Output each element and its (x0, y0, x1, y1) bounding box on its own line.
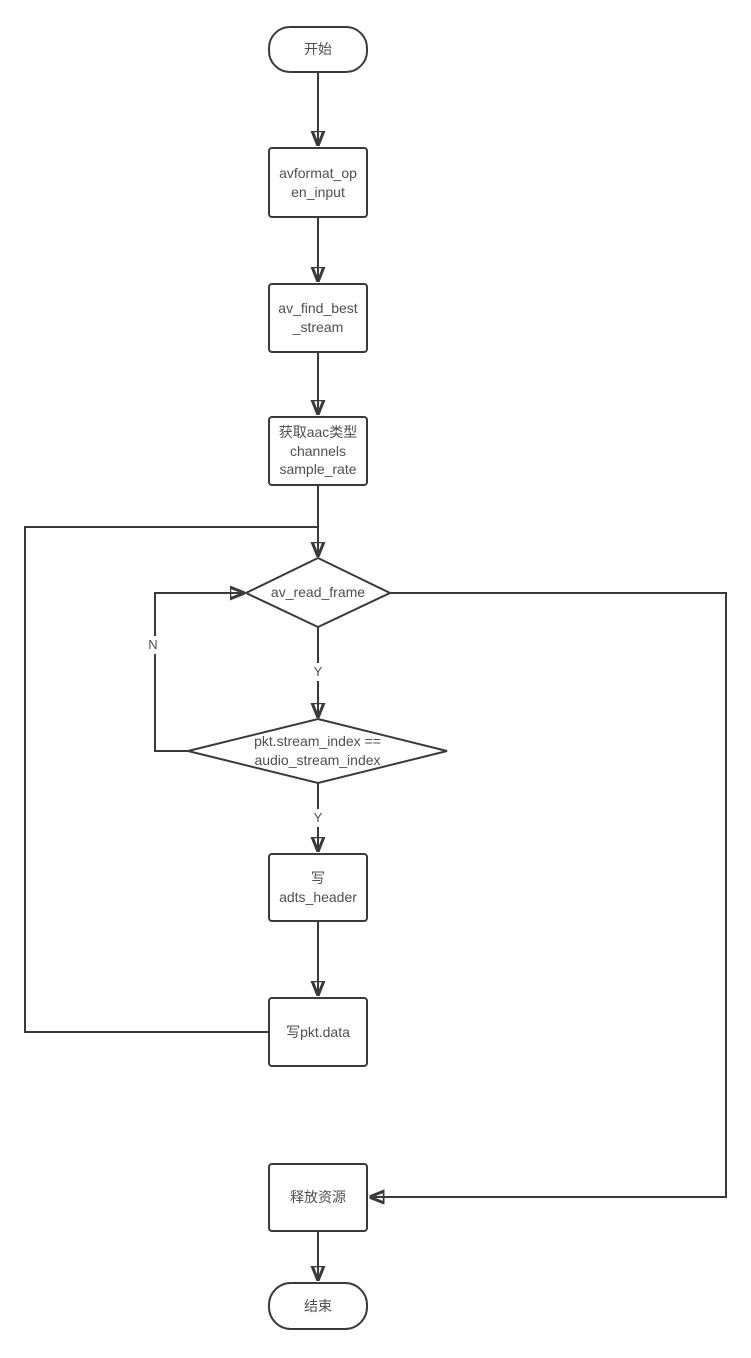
node-start: 开始 (268, 26, 368, 73)
edge-label-stream-check-yes: Y (309, 809, 327, 827)
node-get-aac-params: 获取aac类型 channels sample_rate (268, 416, 368, 486)
node-release-resources: 释放资源 (268, 1163, 368, 1232)
node-stream-index-check-label: pkt.stream_index == audio_stream_index (254, 733, 381, 768)
node-end: 结束 (268, 1282, 368, 1330)
node-av-find-best-stream: av_find_best _stream (268, 283, 368, 353)
edge-label-stream-check-no: N (144, 636, 162, 654)
decision-av-read-frame-shape (243, 556, 393, 629)
edge-av-read-frame-to-release-resources (370, 592, 727, 1197)
node-write-adts-header: 写 adts_header (268, 853, 368, 922)
edge-write-pkt-data-loop-to-av-read-frame (24, 526, 318, 1033)
decision-stream-index-check-shape (187, 717, 448, 785)
node-av-read-frame-label: av_read_frame (270, 584, 366, 601)
edge-stream-index-check-no-to-av-read-frame (154, 593, 244, 752)
node-avformat-open-input: avformat_op en_input (268, 147, 368, 218)
node-write-pkt-data: 写pkt.data (268, 997, 368, 1067)
edge-label-read-frame-yes: Y (309, 663, 327, 681)
